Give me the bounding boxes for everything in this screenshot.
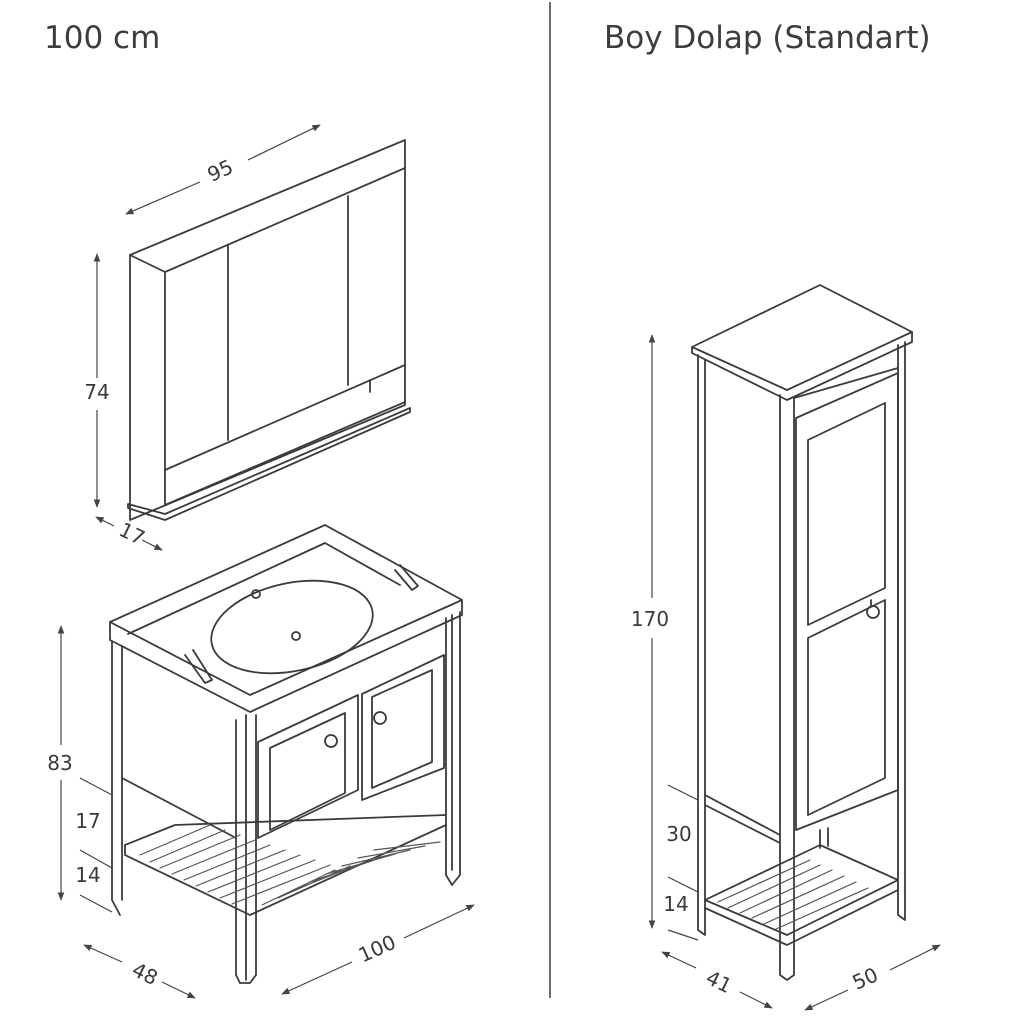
label-vanity-width: 100 bbox=[355, 930, 400, 967]
label-mirror-depth: 17 bbox=[115, 517, 148, 550]
dimension-lines bbox=[57, 124, 941, 1011]
label-vanity-leg-height: 14 bbox=[75, 863, 100, 887]
vanity-unit bbox=[109, 524, 463, 984]
left-title: 100 cm bbox=[44, 20, 161, 56]
mirror-cabinet bbox=[127, 139, 411, 521]
label-vanity-depth: 48 bbox=[128, 957, 161, 990]
label-vanity-shelf-gap: 17 bbox=[75, 809, 100, 833]
dimension-labels: 95 74 17 83 17 14 48 100 170 30 14 41 50 bbox=[47, 154, 881, 998]
label-mirror-width: 95 bbox=[204, 154, 237, 186]
label-tall-depth: 41 bbox=[702, 965, 735, 998]
label-tall-width: 50 bbox=[849, 962, 882, 994]
right-title: Boy Dolap (Standart) bbox=[604, 20, 931, 56]
label-tall-shelf-gap: 30 bbox=[666, 822, 691, 846]
label-mirror-height: 74 bbox=[84, 380, 109, 404]
label-tall-height: 170 bbox=[631, 607, 669, 631]
label-vanity-height: 83 bbox=[47, 751, 72, 775]
label-tall-leg-height: 14 bbox=[663, 892, 688, 916]
tall-cabinet bbox=[691, 284, 913, 981]
